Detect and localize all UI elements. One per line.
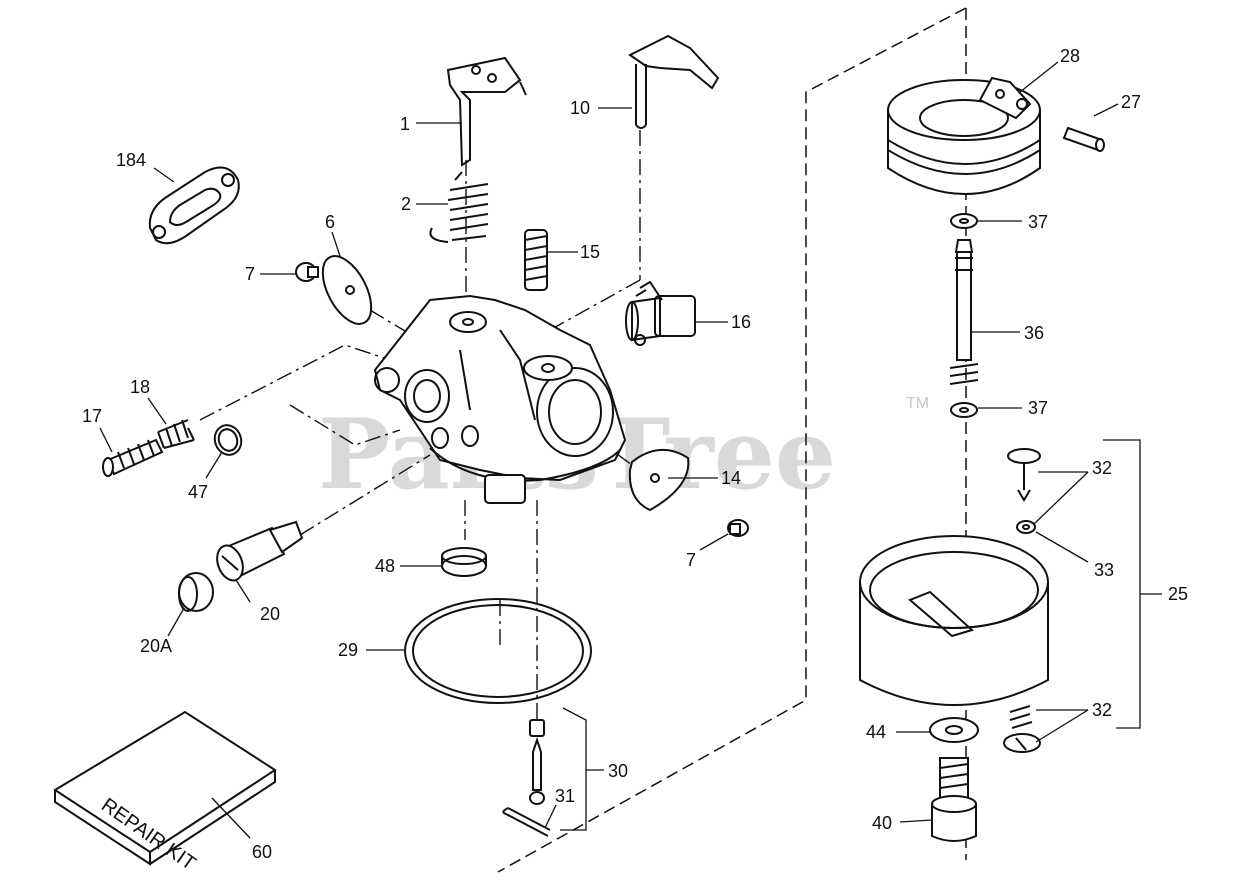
- group-boundary-line: [497, 7, 967, 873]
- callout-20: 20: [260, 604, 280, 624]
- callout-31: 31: [555, 786, 575, 806]
- callout-17: 17: [82, 406, 102, 426]
- washer-33: [1016, 520, 1036, 534]
- axis-throttle-plate: [369, 309, 421, 341]
- callout-40: 40: [872, 813, 892, 833]
- screw-7-upper: [295, 262, 319, 282]
- callout-37-lower: 37: [1028, 398, 1048, 418]
- bracket-25: [1103, 439, 1141, 729]
- main-jet-20: [216, 520, 304, 582]
- callout-47: 47: [188, 482, 208, 502]
- callout-10: 10: [570, 98, 590, 118]
- callout-29: 29: [338, 640, 358, 660]
- callout-28: 28: [1060, 46, 1080, 66]
- callout-6: 6: [325, 212, 335, 232]
- axis-choke-2: [549, 279, 641, 331]
- callout-15: 15: [580, 242, 600, 262]
- callout-1: 1: [400, 114, 410, 134]
- callout-27: 27: [1121, 92, 1141, 112]
- callout-60: 60: [252, 842, 272, 862]
- callout-30: 30: [608, 761, 628, 781]
- float-bowl: [859, 535, 1049, 706]
- gasket-184: [148, 166, 240, 245]
- callout-2: 2: [401, 194, 411, 214]
- callout-14: 14: [721, 468, 741, 488]
- bowl-nut-40: [931, 757, 977, 842]
- repair-kit-60: REPAIR KIT: [53, 710, 277, 875]
- callout-7-upper: 7: [245, 264, 255, 284]
- spring-15: [524, 229, 548, 291]
- callout-25: 25: [1168, 584, 1188, 604]
- float-pin-27: [1062, 126, 1105, 152]
- callout-33: 33: [1094, 560, 1114, 580]
- callout-20a: 20A: [140, 636, 172, 656]
- ring-47: [213, 424, 243, 456]
- callout-37-upper: 37: [1028, 212, 1048, 232]
- fitting-16: [625, 280, 696, 346]
- washer-44: [929, 717, 979, 743]
- spring-18: [157, 419, 195, 449]
- throttle-shaft-1: [446, 56, 527, 167]
- clip-31: [502, 807, 551, 837]
- cap-20a: [178, 572, 214, 612]
- callout-7-lower: 7: [686, 550, 696, 570]
- main-nozzle-36: [949, 239, 979, 385]
- screw-7-lower: [727, 519, 749, 537]
- callout-32-lower: 32: [1092, 700, 1112, 720]
- callout-18: 18: [130, 377, 150, 397]
- watermark-tm: TM: [906, 395, 929, 412]
- washer-37-upper: [950, 213, 978, 229]
- callout-32-upper: 32: [1092, 458, 1112, 478]
- float-28: [887, 76, 1041, 195]
- spring-2: [429, 171, 489, 243]
- callout-184: 184: [116, 150, 146, 170]
- callout-16: 16: [731, 312, 751, 332]
- carburetor-body: [373, 294, 627, 504]
- bracket-30: [560, 707, 587, 831]
- choke-plate-14: [628, 448, 690, 512]
- choke-shaft-10: [628, 34, 720, 129]
- seat-48: [441, 547, 487, 577]
- leader-lines: [99, 61, 1162, 839]
- drain-valve-32-lower: [1003, 705, 1041, 753]
- idle-screw-17: [102, 438, 164, 477]
- throttle-plate-6: [321, 255, 373, 325]
- callout-36: 36: [1024, 323, 1044, 343]
- callout-48: 48: [375, 556, 395, 576]
- inlet-needle-30: [529, 719, 545, 805]
- callout-44: 44: [866, 722, 886, 742]
- drain-valve-32-upper: [1007, 448, 1041, 502]
- washer-37-lower: [950, 402, 978, 418]
- callouts: 1 2 6 7 7 10 14 15 16 17 18 20 20A 25 27…: [82, 46, 1188, 862]
- bowl-gasket-29: [404, 598, 592, 704]
- axis-main-screw: [299, 454, 431, 536]
